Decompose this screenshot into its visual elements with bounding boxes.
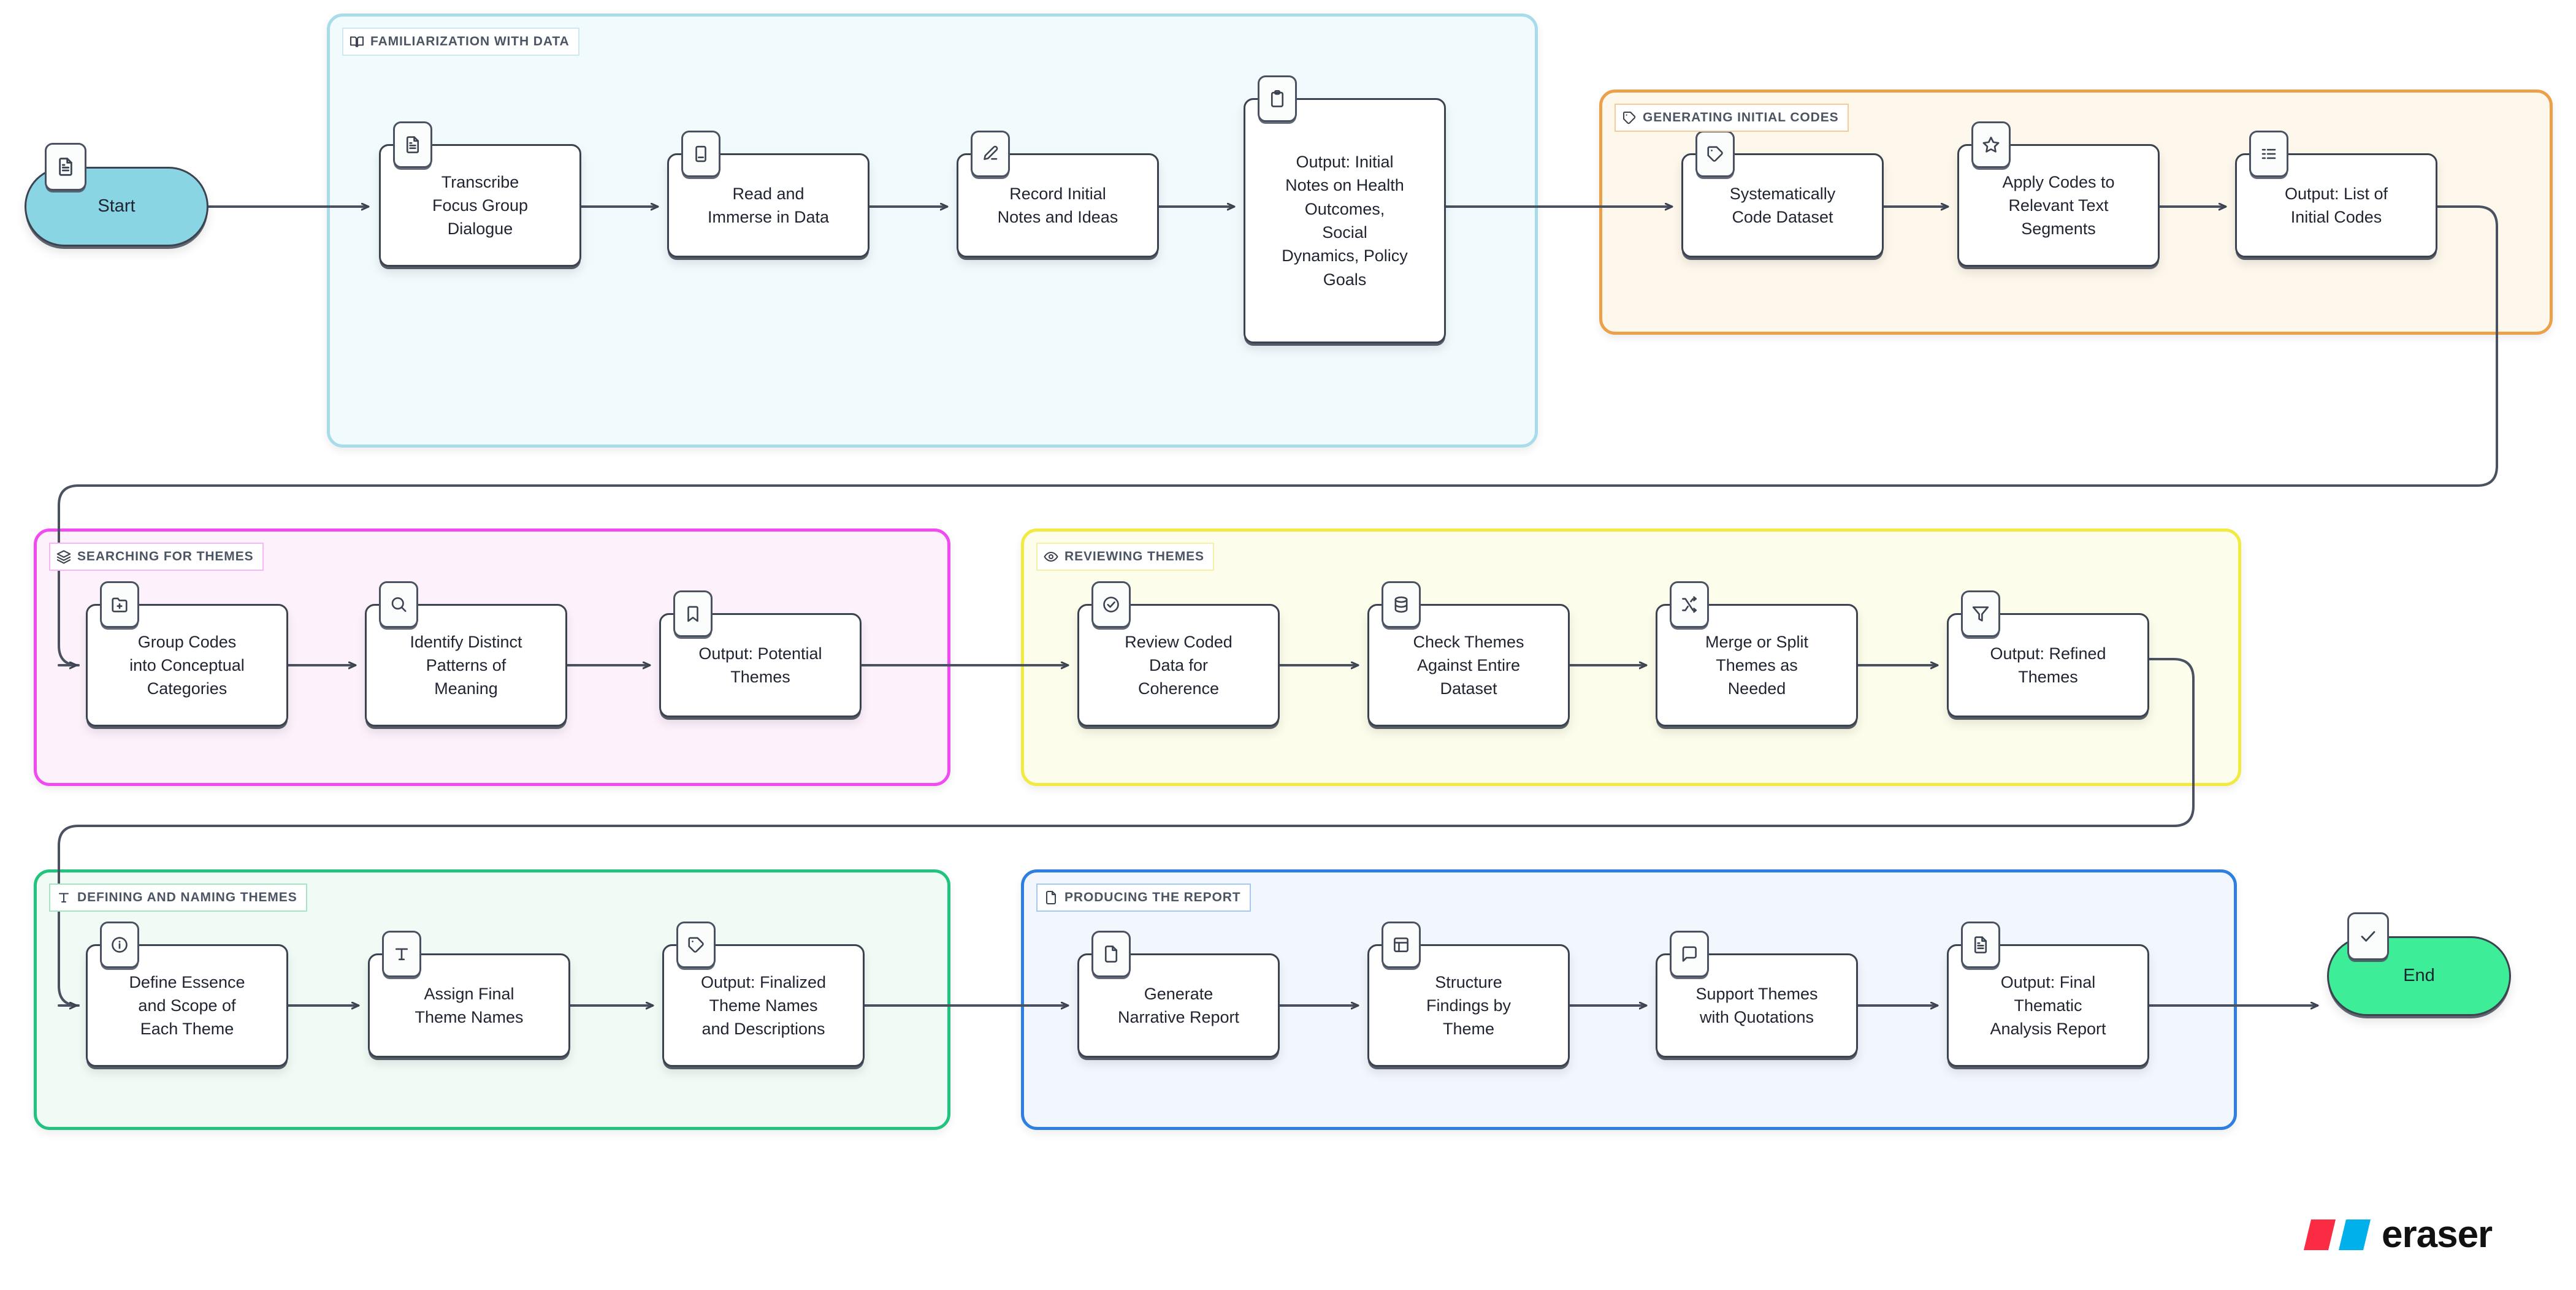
node-label: Read and Immerse in Data — [707, 184, 830, 226]
file-icon — [1044, 890, 1058, 905]
logo-red-slab-icon — [2304, 1219, 2336, 1250]
file-text-icon — [45, 143, 86, 191]
pencil-icon — [971, 131, 1010, 177]
group-label-text: REVIEWING THEMES — [1064, 549, 1204, 563]
node-group-codes[interactable]: Group Codes into Conceptual Categories — [86, 581, 288, 727]
terminal-label: Start — [97, 196, 136, 216]
node-label: Output: Initial Notes on Health Outcomes… — [1282, 153, 1408, 289]
group-label-text: PRODUCING THE REPORT — [1064, 890, 1241, 904]
file-text-icon — [1961, 922, 2000, 968]
group-label-generating-codes: GENERATING INITIAL CODES — [1615, 104, 1849, 132]
group-label-reviewing-themes: REVIEWING THEMES — [1036, 543, 1214, 571]
node-review-coded-data[interactable]: Review Coded Data for Coherence — [1077, 581, 1280, 727]
terminal-label: End — [2403, 966, 2435, 986]
database-icon — [1382, 581, 1421, 628]
tag-icon — [1695, 131, 1735, 177]
node-assign-names[interactable]: Assign Final Theme Names — [368, 931, 570, 1058]
group-label-defining-naming: DEFINING AND NAMING THEMES — [49, 884, 307, 912]
node-systematically-code[interactable]: Systematically Code Dataset — [1681, 131, 1884, 258]
star-icon — [1971, 121, 2011, 168]
node-define-essence[interactable]: Define Essence and Scope of Each Theme — [86, 922, 288, 1067]
node-label: Output: Final Thematic Analysis Report — [1990, 972, 2106, 1039]
folder-plus-icon — [100, 581, 139, 628]
list-icon — [2249, 131, 2288, 177]
layout-icon — [1382, 922, 1421, 968]
search-icon — [379, 581, 418, 628]
node-check-themes[interactable]: Check Themes Against Entire Dataset — [1367, 581, 1570, 727]
file-icon — [1091, 931, 1131, 977]
node-label: Output: Finalized Theme Names and Descri… — [700, 972, 827, 1039]
node-label: Output: Potential Themes — [698, 644, 822, 686]
node-label: Structure Findings by Theme — [1426, 972, 1512, 1039]
clipboard-icon — [1258, 75, 1297, 122]
node-merge-split[interactable]: Merge or Split Themes as Needed — [1656, 581, 1858, 727]
node-output-initial-notes[interactable]: Output: Initial Notes on Health Outcomes… — [1244, 75, 1446, 343]
node-label: Systematically Code Dataset — [1729, 184, 1836, 226]
node-transcribe[interactable]: Transcribe Focus Group Dialogue — [379, 121, 581, 267]
book-icon — [681, 131, 720, 177]
node-label: Group Codes into Conceptual Categories — [129, 632, 245, 698]
node-label: Merge or Split Themes as Needed — [1705, 632, 1809, 698]
node-output-finalized[interactable]: Output: Finalized Theme Names and Descri… — [662, 922, 865, 1067]
check-icon — [2347, 912, 2389, 960]
eraser-logo-mark — [2304, 1219, 2371, 1250]
file-text-icon — [393, 121, 432, 168]
tag-icon — [1622, 110, 1637, 125]
terminal-end[interactable]: End — [2327, 912, 2511, 1016]
group-label-familiarization: FAMILIARIZATION WITH DATA — [342, 28, 579, 56]
node-label: Assign Final Theme Names — [415, 984, 524, 1026]
node-output-final-report[interactable]: Output: Final Thematic Analysis Report — [1947, 922, 2149, 1067]
node-read-immerse[interactable]: Read and Immerse in Data — [667, 131, 869, 258]
filter-icon — [1961, 590, 2000, 637]
tag-icon — [676, 922, 716, 968]
node-label: Apply Codes to Relevant Text Segments — [2002, 172, 2115, 239]
group-label-text: DEFINING AND NAMING THEMES — [77, 890, 297, 904]
node-label: Output: List of Initial Codes — [2284, 184, 2388, 226]
node-apply-codes[interactable]: Apply Codes to Relevant Text Segments — [1957, 121, 2160, 267]
group-label-text: SEARCHING FOR THEMES — [77, 549, 254, 563]
shuffle-icon — [1670, 581, 1709, 628]
group-label-text: FAMILIARIZATION WITH DATA — [370, 34, 570, 48]
eye-icon — [1044, 549, 1058, 564]
eraser-logo: eraser — [2304, 1213, 2493, 1256]
node-record-notes[interactable]: Record Initial Notes and Ideas — [957, 131, 1159, 258]
eraser-wordmark: eraser — [2382, 1213, 2493, 1256]
text-icon — [382, 931, 421, 977]
layers-icon — [56, 549, 71, 564]
node-structure-findings[interactable]: Structure Findings by Theme — [1367, 922, 1570, 1067]
logo-blue-slab-icon — [2339, 1219, 2371, 1250]
node-output-list-codes[interactable]: Output: List of Initial Codes — [2235, 131, 2437, 258]
group-label-producing-report: PRODUCING THE REPORT — [1036, 884, 1251, 912]
node-output-refined-themes[interactable]: Output: Refined Themes — [1947, 590, 2149, 717]
message-icon — [1670, 931, 1709, 977]
node-support-quotations[interactable]: Support Themes with Quotations — [1656, 931, 1858, 1058]
node-label: Review Coded Data for Coherence — [1125, 632, 1233, 698]
check-circle-icon — [1091, 581, 1131, 628]
book-open-icon — [350, 34, 364, 49]
group-label-searching-themes: SEARCHING FOR THEMES — [49, 543, 264, 571]
node-label: Identify Distinct Patterns of Meaning — [410, 632, 522, 698]
text-icon — [56, 890, 71, 905]
node-label: Transcribe Focus Group Dialogue — [432, 172, 529, 239]
bookmark-icon — [673, 590, 713, 637]
node-label: Check Themes Against Entire Dataset — [1413, 632, 1524, 698]
node-identify-patterns[interactable]: Identify Distinct Patterns of Meaning — [365, 581, 567, 727]
group-label-text: GENERATING INITIAL CODES — [1643, 110, 1839, 124]
node-label: Define Essence and Scope of Each Theme — [129, 972, 245, 1039]
node-label: Generate Narrative Report — [1117, 984, 1240, 1026]
node-output-potential-themes[interactable]: Output: Potential Themes — [659, 590, 862, 717]
terminal-start[interactable]: Start — [25, 143, 208, 246]
node-label: Support Themes with Quotations — [1695, 984, 1818, 1026]
node-generate-narrative[interactable]: Generate Narrative Report — [1077, 931, 1280, 1058]
node-label: Record Initial Notes and Ideas — [997, 184, 1118, 226]
info-circle-icon — [100, 922, 139, 968]
node-label: Output: Refined Themes — [1990, 644, 2106, 686]
